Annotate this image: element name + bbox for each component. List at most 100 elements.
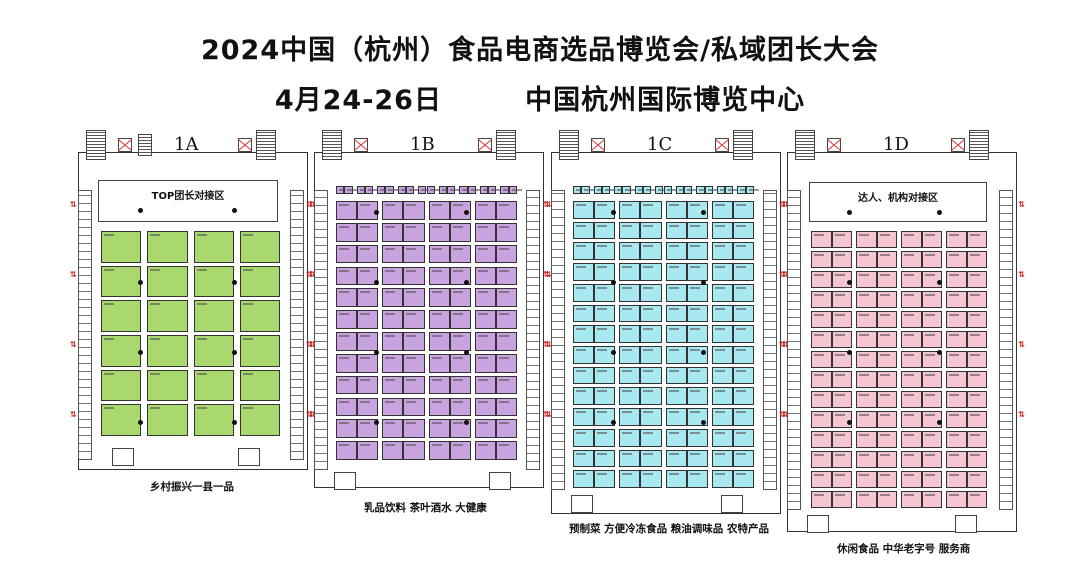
booth[interactable] — [594, 346, 616, 364]
booth[interactable] — [357, 441, 379, 460]
booth[interactable] — [921, 351, 942, 368]
booth[interactable] — [344, 186, 358, 194]
booth[interactable] — [901, 251, 922, 268]
booth[interactable] — [403, 288, 425, 308]
booth[interactable] — [901, 491, 922, 508]
booth[interactable] — [594, 283, 616, 302]
booth[interactable] — [356, 186, 370, 194]
booth[interactable] — [614, 186, 628, 194]
booth[interactable] — [856, 431, 877, 448]
booth[interactable] — [403, 310, 425, 329]
booth[interactable] — [403, 201, 425, 220]
booth[interactable] — [428, 244, 450, 264]
booth[interactable] — [811, 291, 832, 308]
booth[interactable] — [856, 251, 877, 268]
booth[interactable] — [732, 201, 754, 219]
hall-1B[interactable]: 1B 乳品饮料 茶叶酒水 大健康 ⇅⇅⇅⇅⇅⇅⇅⇅ — [306, 130, 552, 515]
booth[interactable] — [921, 391, 942, 408]
booth[interactable] — [640, 366, 662, 385]
booth[interactable] — [239, 300, 280, 332]
booth[interactable] — [665, 304, 687, 323]
booth[interactable] — [403, 419, 425, 439]
booth[interactable] — [619, 387, 641, 406]
booth[interactable] — [619, 283, 641, 302]
booth[interactable] — [811, 231, 832, 248]
booth[interactable] — [640, 263, 662, 281]
booth[interactable] — [377, 186, 391, 194]
booth[interactable] — [856, 331, 877, 348]
booth[interactable] — [382, 222, 404, 242]
booth[interactable] — [966, 391, 987, 408]
booth[interactable] — [921, 371, 942, 388]
booth[interactable] — [640, 325, 662, 343]
booth[interactable] — [495, 310, 517, 329]
booth[interactable] — [640, 470, 662, 488]
booth[interactable] — [686, 283, 708, 302]
booth[interactable] — [732, 449, 754, 468]
booth[interactable] — [573, 263, 595, 281]
booth[interactable] — [640, 346, 662, 364]
booth[interactable] — [594, 304, 616, 323]
booth[interactable] — [336, 244, 358, 264]
booth[interactable] — [711, 428, 733, 447]
booth[interactable] — [966, 251, 987, 268]
booth[interactable] — [382, 266, 404, 286]
booth[interactable] — [876, 471, 897, 488]
booth[interactable] — [811, 491, 832, 508]
booth[interactable] — [397, 186, 412, 194]
booth[interactable] — [831, 251, 852, 268]
booth[interactable] — [946, 331, 967, 348]
booth[interactable] — [147, 265, 188, 298]
booth[interactable] — [474, 375, 496, 395]
booth[interactable] — [811, 311, 832, 328]
booth[interactable] — [594, 242, 616, 261]
booth[interactable] — [811, 351, 832, 368]
booth[interactable] — [495, 266, 517, 286]
booth[interactable] — [640, 221, 662, 240]
booth[interactable] — [640, 201, 662, 219]
booth[interactable] — [500, 186, 514, 194]
booth[interactable] — [831, 231, 852, 248]
booth[interactable] — [665, 366, 687, 385]
booth[interactable] — [946, 291, 967, 308]
booth[interactable] — [101, 300, 142, 332]
booth[interactable] — [811, 451, 832, 468]
booth[interactable] — [449, 222, 471, 242]
booth[interactable] — [684, 186, 698, 194]
booth[interactable] — [619, 263, 641, 281]
booth[interactable] — [686, 449, 708, 468]
booth[interactable] — [495, 375, 517, 395]
booth[interactable] — [495, 288, 517, 308]
booth[interactable] — [876, 311, 897, 328]
booth[interactable] — [488, 186, 502, 194]
booth[interactable] — [732, 242, 754, 261]
booth[interactable] — [619, 242, 641, 261]
booth[interactable] — [711, 242, 733, 261]
booth[interactable] — [686, 366, 708, 385]
booth[interactable] — [418, 186, 432, 194]
booth[interactable] — [665, 449, 687, 468]
booth[interactable] — [495, 332, 517, 351]
booth[interactable] — [364, 186, 379, 194]
booth[interactable] — [508, 186, 523, 194]
booth[interactable] — [966, 331, 987, 348]
booth[interactable] — [711, 325, 733, 343]
booth[interactable] — [601, 186, 616, 194]
booth[interactable] — [573, 428, 595, 447]
booth[interactable] — [901, 231, 922, 248]
booth[interactable] — [385, 186, 399, 194]
booth[interactable] — [382, 332, 404, 351]
booth[interactable] — [921, 291, 942, 308]
booth[interactable] — [901, 331, 922, 348]
hall-1C[interactable]: 1C 预制菜 方便冷冻食品 粮油调味品 农特产品 ⇅⇅⇅⇅⇅⇅⇅⇅ — [543, 130, 789, 535]
booth[interactable] — [357, 397, 379, 417]
booth[interactable] — [901, 411, 922, 428]
booth[interactable] — [716, 186, 731, 194]
booth[interactable] — [474, 288, 496, 308]
booth[interactable] — [619, 325, 641, 343]
booth[interactable] — [447, 186, 461, 194]
booth[interactable] — [382, 375, 404, 395]
booth[interactable] — [640, 242, 662, 261]
booth[interactable] — [876, 391, 897, 408]
booth[interactable] — [711, 221, 733, 240]
